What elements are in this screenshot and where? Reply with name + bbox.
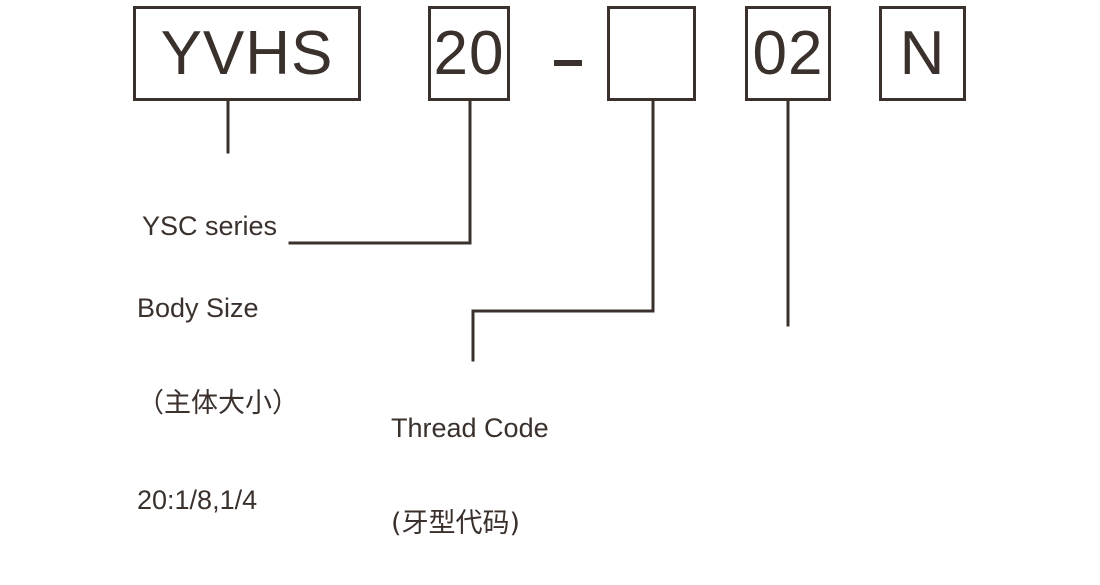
annotation-thread-code-line-1: (牙型代码)	[391, 508, 521, 539]
code-separator-dash	[554, 60, 582, 66]
annotation-body-size-line-2: 20:1/8,1/4	[137, 485, 258, 515]
leader-body-size	[288, 99, 472, 245]
annotation-thread-code-line-0: Thread Code	[391, 413, 549, 443]
code-box-port-size[interactable]: 02	[745, 6, 831, 101]
leader-thread	[471, 99, 655, 362]
annotation-series: YSC series	[142, 146, 277, 306]
code-box-thread-code[interactable]	[607, 6, 696, 101]
annotation-series-line-0: YSC series	[142, 211, 278, 241]
annotation-body-size-line-1: （主体大小）	[137, 388, 299, 419]
code-box-series-prefix[interactable]: YVHS	[133, 6, 361, 101]
annotation-body-size-line-3: 30:1/4,3/8	[137, 580, 299, 585]
code-box-body-size[interactable]: 20	[428, 6, 510, 101]
annotation-body-size: Body Size （主体大小） 20:1/8,1/4 30:1/4,3/8 4…	[137, 228, 299, 585]
annotation-thread-code: Thread Code (牙型代码) Nil:Rc(Rc牙) N:NPT(NPT…	[391, 348, 574, 585]
annotation-port-size	[728, 328, 772, 585]
code-box-thread-type[interactable]: N	[879, 6, 966, 101]
annotation-body-size-line-0: Body Size	[137, 293, 259, 323]
